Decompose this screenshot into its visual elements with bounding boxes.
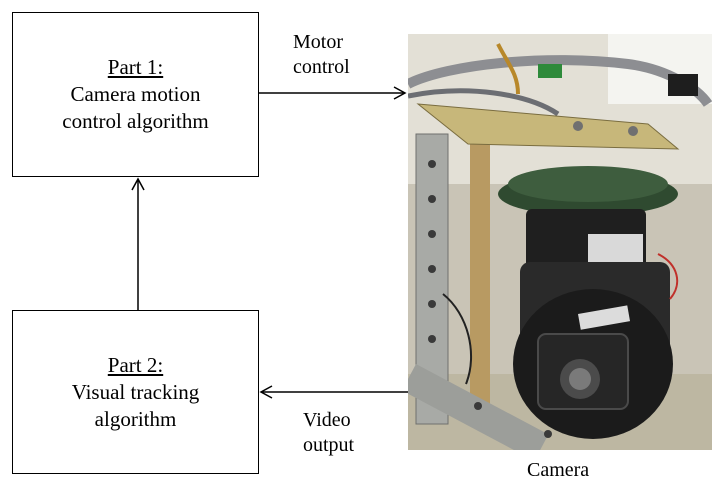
part2-heading: Part 2: [107,352,164,377]
part2-box: Part 2: Visual tracking algorithm [12,310,259,474]
camera-caption: Camera [527,459,590,481]
part1-box: Part 1: Camera motion control algorithm [12,12,259,177]
part1-line2: control algorithm [62,109,209,133]
part1-line1: Camera motion [70,82,201,106]
part2-line1: Visual tracking [71,379,200,404]
part2-line2: algorithm [94,406,177,431]
video-output-label: Video output [303,409,355,456]
part1-heading: Part 1: [107,55,164,79]
motor-control-label: Motor control [293,31,350,78]
camera-photo [408,34,712,450]
